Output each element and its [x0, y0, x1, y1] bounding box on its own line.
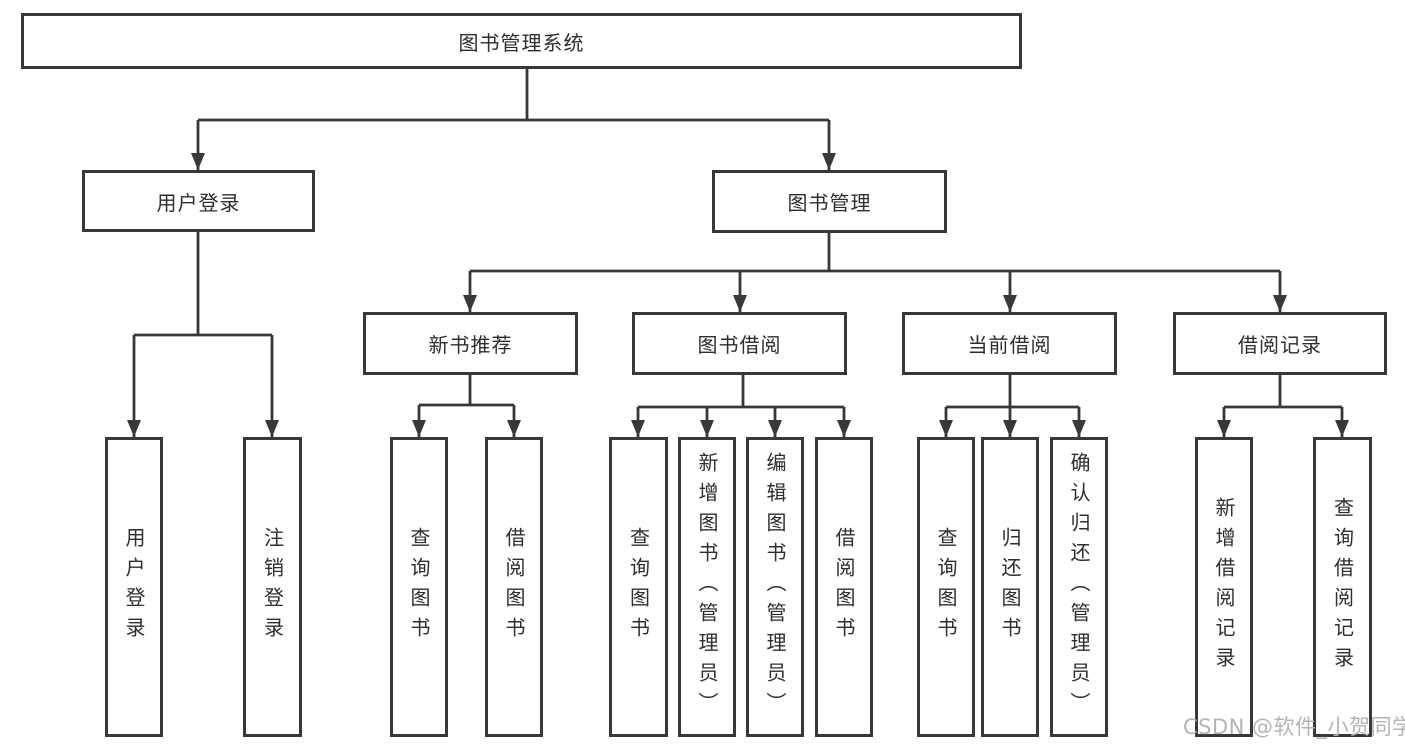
- leaf-query-books-current: 查询图书: [917, 437, 975, 737]
- leaf-user-login: 用户登录: [105, 437, 163, 737]
- leaf-borrow-books-borrowing: 借阅图书: [815, 437, 873, 737]
- leaf-logout-label: 注销登录: [260, 527, 285, 647]
- leaf-add-borrow-record-label: 新增借阅记录: [1212, 497, 1236, 677]
- leaf-query-books-borrowing-label: 查询图书: [626, 527, 651, 647]
- leaf-add-books-admin-label: 新增图书（管理员）: [695, 452, 719, 722]
- node-book-borrowing: 图书借阅: [632, 312, 847, 375]
- node-library-management-system: 图书管理系统: [21, 13, 1022, 69]
- leaf-return-books-label: 归还图书: [998, 527, 1022, 647]
- leaf-confirm-return-admin-label: 确认归还（管理员）: [1067, 452, 1091, 722]
- leaf-edit-books-admin-label: 编辑图书（管理员）: [763, 452, 787, 722]
- leaf-query-books-borrowing: 查询图书: [609, 437, 668, 737]
- leaf-logout: 注销登录: [243, 437, 302, 737]
- leaf-query-books-current-label: 查询图书: [934, 527, 958, 647]
- leaf-query-borrow-record-label: 查询借阅记录: [1330, 497, 1355, 677]
- leaf-borrow-books-recommend-label: 借阅图书: [502, 527, 526, 647]
- csdn-watermark: CSDN @软件_小贺同学: [1183, 715, 1405, 739]
- node-user-login: 用户登录: [82, 170, 315, 232]
- node-book-management: 图书管理: [712, 170, 947, 233]
- leaf-query-books-recommend: 查询图书: [390, 437, 448, 737]
- leaf-add-books-admin: 新增图书（管理员）: [678, 437, 736, 737]
- leaf-return-books: 归还图书: [981, 437, 1039, 737]
- leaf-borrow-books-borrowing-label: 借阅图书: [832, 527, 856, 647]
- node-current-borrowing: 当前借阅: [902, 312, 1117, 375]
- leaf-add-borrow-record: 新增借阅记录: [1195, 437, 1253, 737]
- leaf-query-books-recommend-label: 查询图书: [407, 527, 431, 647]
- leaf-borrow-books-recommend: 借阅图书: [485, 437, 543, 737]
- leaf-query-borrow-record: 查询借阅记录: [1313, 437, 1372, 737]
- leaf-edit-books-admin: 编辑图书（管理员）: [746, 437, 804, 737]
- node-new-book-recommend: 新书推荐: [363, 312, 578, 375]
- node-borrowing-records: 借阅记录: [1173, 312, 1387, 375]
- leaf-user-login-label: 用户登录: [122, 527, 146, 647]
- leaf-confirm-return-admin: 确认归还（管理员）: [1050, 437, 1108, 737]
